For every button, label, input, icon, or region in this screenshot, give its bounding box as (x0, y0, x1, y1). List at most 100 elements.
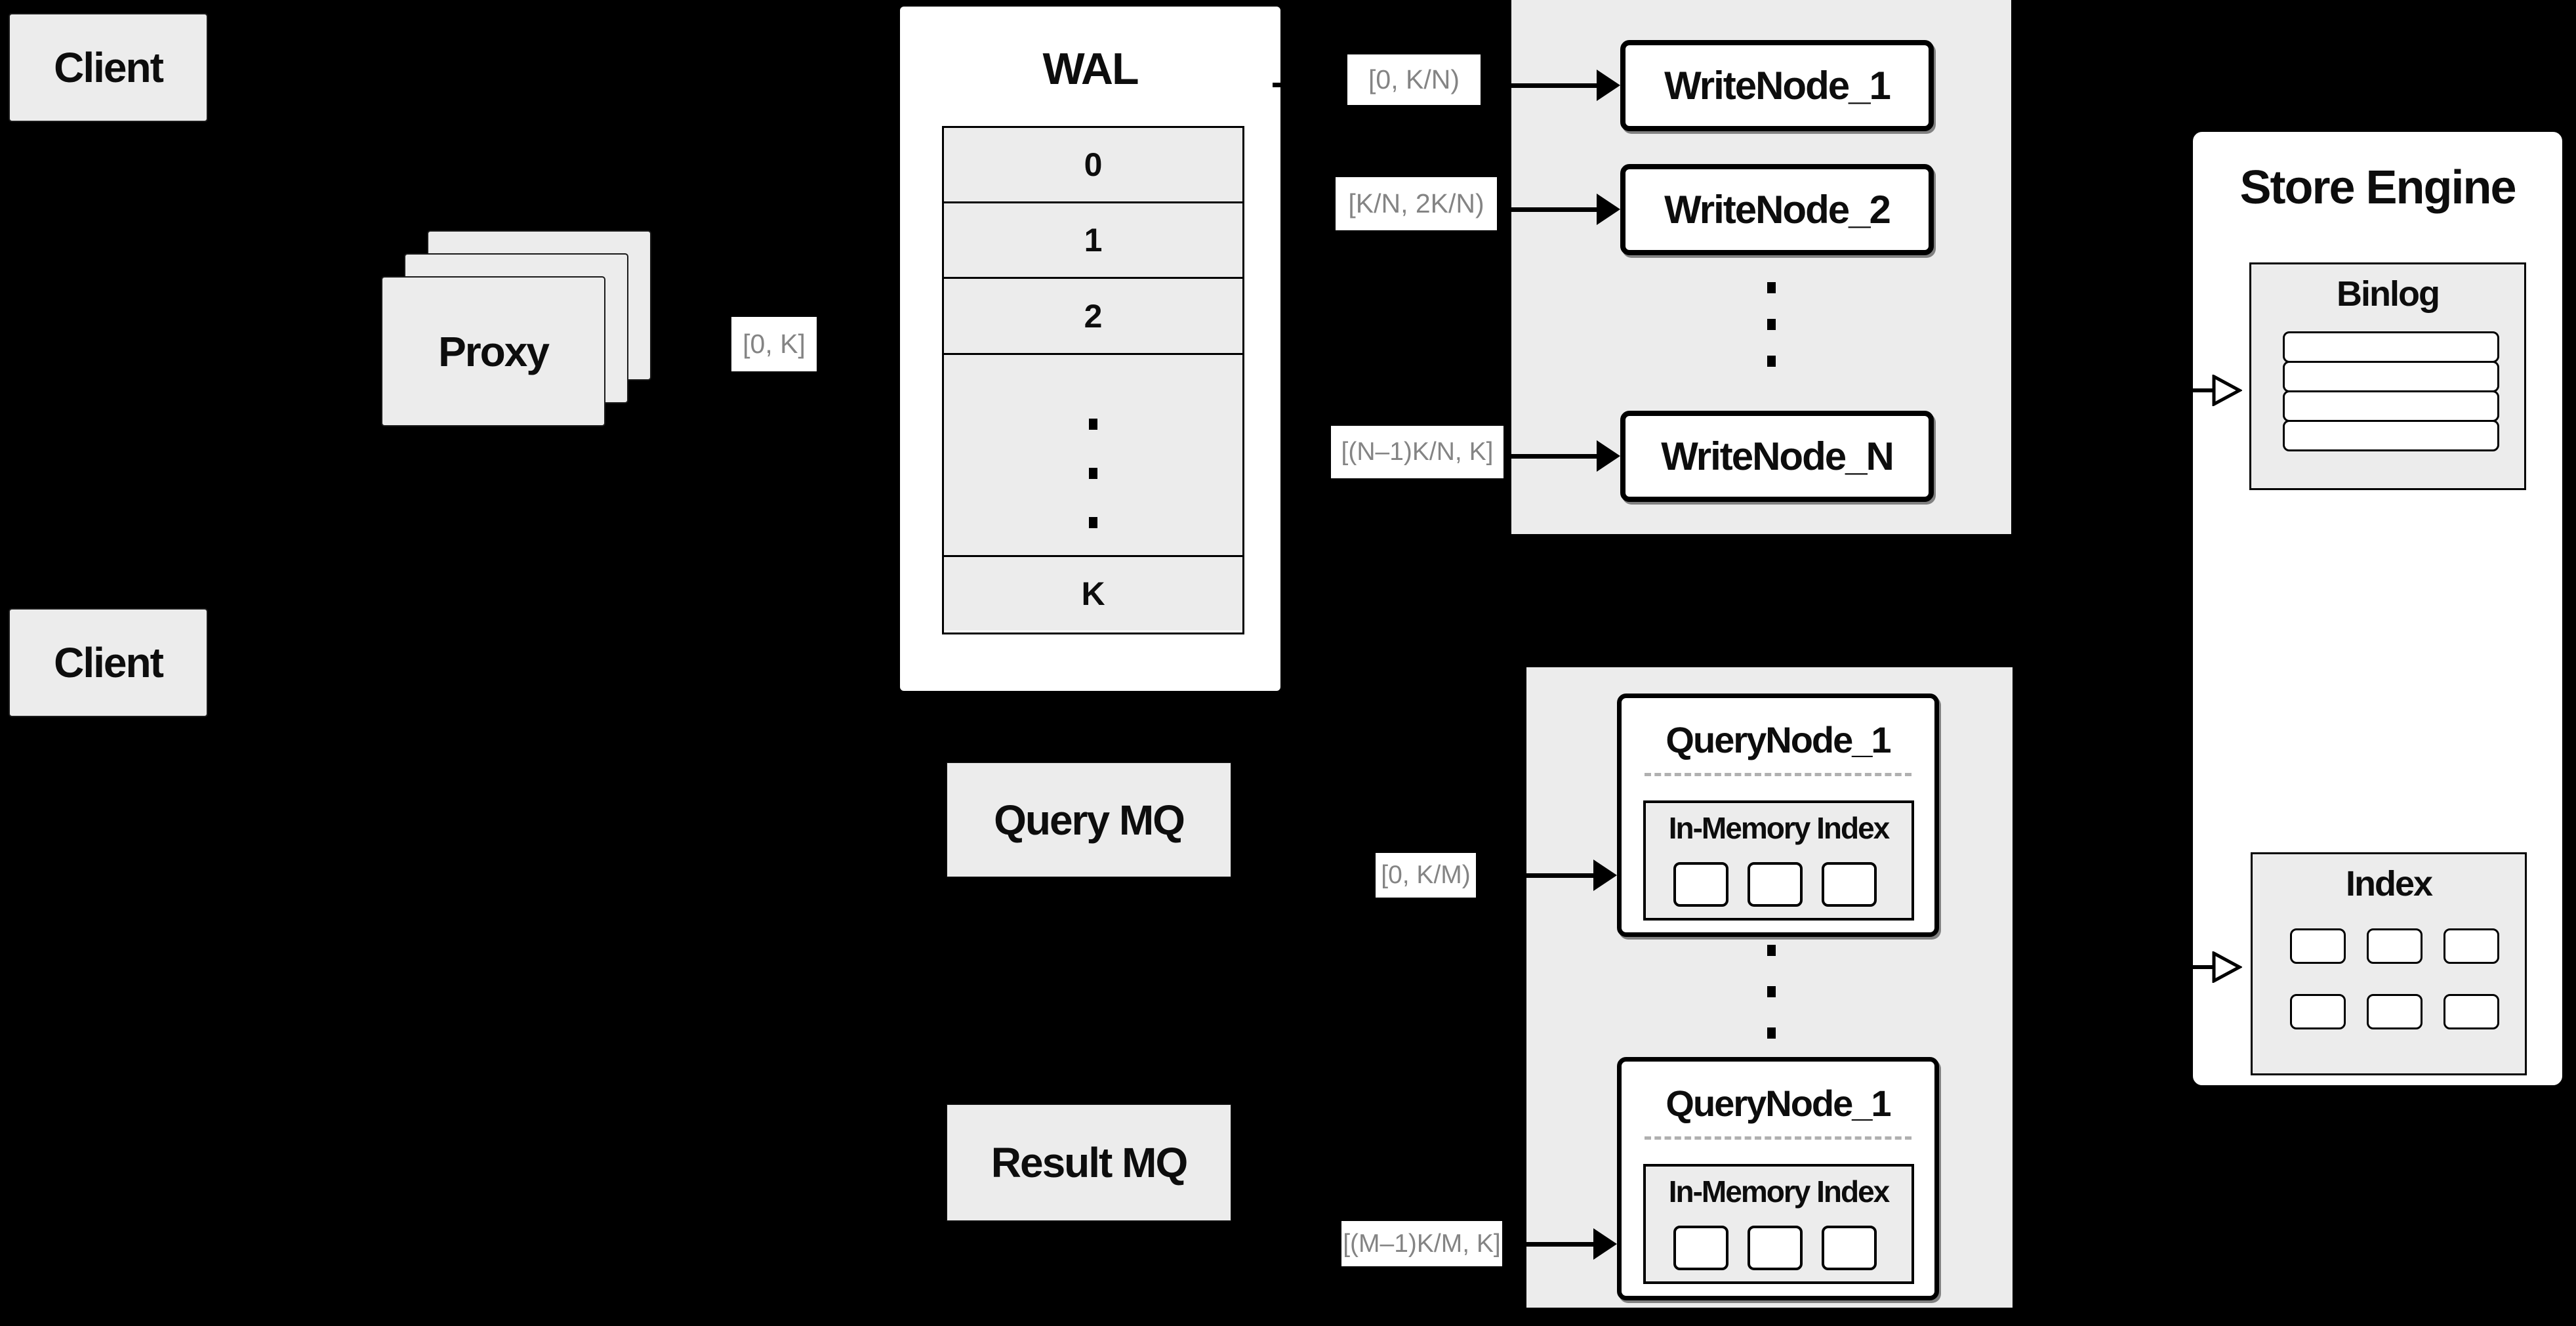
query-node-2-box: QueryNode_1 In-Memory Index (1617, 1057, 1939, 1300)
store-engine-title: Store Engine (2193, 155, 2562, 220)
query-node-2-title-text: QueryNode_1 (1666, 1082, 1891, 1124)
write-range-n-label: [(N–1)K/N, K] (1341, 438, 1494, 466)
query-node-1-inmemory-box: In-Memory Index (1643, 800, 1914, 921)
wal-row-k: K (944, 557, 1242, 631)
wal-row-1: 1 (944, 203, 1242, 279)
wal-arrow-stub (1273, 83, 1283, 87)
query-node-1-inmemory-text: In-Memory Index (1668, 811, 1891, 845)
index-title-text: Index (2345, 864, 2433, 903)
index-cell (2367, 994, 2423, 1029)
write-node-1-label: WriteNode_1 (1664, 64, 1891, 108)
arrow-to-write-node-1 (1484, 70, 1620, 101)
query-ellipsis-dot (1767, 1027, 1776, 1039)
arrow-to-write-node-2 (1500, 194, 1620, 225)
proxy-range-chip: [0, K] (731, 317, 817, 371)
binlog-box: Binlog (2249, 262, 2526, 490)
ellipsis-dot (1089, 468, 1097, 479)
index-cell (2443, 928, 2499, 964)
wal-title-text: WAL (1042, 44, 1139, 94)
index-cell (2443, 994, 2499, 1029)
binlog-row (2283, 361, 2499, 392)
binlog-title: Binlog (2251, 271, 2524, 317)
arrow-to-query-node-2 (1505, 1228, 1617, 1260)
query-ellipsis-dot (1767, 986, 1776, 997)
wal-row-2-label: 2 (1084, 297, 1103, 335)
query-range-1-label: [0, K/M) (1381, 861, 1471, 889)
binlog-row (2283, 390, 2499, 422)
arrow-to-write-node-n (1507, 440, 1620, 472)
index-title: Index (2253, 861, 2525, 907)
query-node-2-inmemory-box: In-Memory Index (1643, 1164, 1914, 1284)
query-node-1-divider (1645, 773, 1912, 776)
client-bottom-label: Client (54, 639, 164, 686)
arrow-to-index (2184, 951, 2242, 983)
write-ellipsis-dot (1767, 356, 1776, 367)
segment-box (1822, 1226, 1877, 1270)
ellipsis-dot (1089, 419, 1097, 430)
query-node-2-divider (1645, 1136, 1912, 1140)
segment-box (1822, 862, 1877, 907)
wal-title: WAL (900, 33, 1280, 105)
write-range-n-chip: [(N–1)K/N, K] (1331, 426, 1503, 478)
query-range-2-label: [(M–1)K/M, K] (1343, 1229, 1501, 1258)
wal-row-0-label: 0 (1084, 146, 1103, 183)
open-arrowhead-icon (2212, 375, 2242, 406)
client-top-label: Client (54, 44, 164, 91)
binlog-row (2283, 420, 2499, 451)
query-mq-label: Query MQ (994, 796, 1185, 844)
index-cell (2290, 928, 2346, 964)
query-range-1-chip: [0, K/M) (1376, 853, 1476, 898)
result-mq-box: Result MQ (947, 1104, 1231, 1221)
wal-table: 0 1 2 K (942, 126, 1244, 634)
write-node-n-label: WriteNode_N (1661, 434, 1894, 478)
write-node-2-label: WriteNode_2 (1664, 188, 1891, 232)
ellipsis-dot (1089, 517, 1097, 528)
segment-box (1748, 862, 1803, 907)
write-range-1-chip: [0, K/N) (1347, 54, 1481, 105)
binlog-row (2283, 331, 2499, 363)
client-bottom-box: Client (9, 608, 208, 717)
write-ellipsis-dot (1767, 319, 1776, 330)
write-ellipsis-dot (1767, 282, 1776, 293)
arrow-to-binlog (2184, 375, 2242, 406)
index-cell (2290, 994, 2346, 1029)
binlog-title-text: Binlog (2337, 274, 2440, 314)
query-ellipsis-dot (1767, 945, 1776, 956)
store-engine-title-text: Store Engine (2239, 161, 2516, 214)
result-mq-label: Result MQ (991, 1139, 1188, 1186)
segment-box (1673, 1226, 1728, 1270)
proxy-range-label: [0, K] (743, 329, 806, 359)
write-node-1-box: WriteNode_1 (1620, 40, 1934, 131)
arrow-to-query-node-1 (1479, 860, 1617, 891)
write-node-n-box: WriteNode_N (1620, 411, 1934, 502)
segment-box (1673, 862, 1728, 907)
write-range-2-label: [K/N, 2K/N) (1348, 188, 1484, 218)
query-range-2-chip: [(M–1)K/M, K] (1341, 1221, 1502, 1266)
query-mq-box: Query MQ (947, 762, 1231, 877)
wal-row-k-label: K (1081, 575, 1105, 612)
wal-row-0: 0 (944, 128, 1242, 203)
proxy-card-front: Proxy (381, 276, 605, 426)
query-node-2-inmemory-title: In-Memory Index (1646, 1172, 1912, 1211)
query-node-1-box: QueryNode_1 In-Memory Index (1617, 694, 1939, 937)
query-node-2-inmemory-text: In-Memory Index (1668, 1174, 1891, 1209)
open-arrowhead-icon (2212, 951, 2242, 983)
store-engine-panel: Store Engine Binlog Index (2190, 129, 2565, 1088)
query-node-1-inmemory-title: In-Memory Index (1646, 808, 1912, 848)
wal-row-ellipsis (944, 355, 1242, 557)
proxy-stack: Proxy (381, 230, 651, 426)
index-box: Index (2251, 852, 2527, 1075)
wal-row-2: 2 (944, 279, 1242, 355)
query-node-1-title: QueryNode_1 (1622, 710, 1934, 769)
write-range-2-chip: [K/N, 2K/N) (1336, 177, 1497, 230)
segment-box (1748, 1226, 1803, 1270)
write-node-2-box: WriteNode_2 (1620, 164, 1934, 255)
wal-row-1-label: 1 (1084, 222, 1103, 259)
proxy-label: Proxy (438, 327, 550, 375)
query-node-1-title-text: QueryNode_1 (1666, 718, 1891, 760)
client-top-box: Client (9, 13, 208, 122)
wal-panel: WAL 0 1 2 K (897, 4, 1283, 694)
index-cell (2367, 928, 2423, 964)
write-range-1-label: [0, K/N) (1368, 64, 1460, 94)
